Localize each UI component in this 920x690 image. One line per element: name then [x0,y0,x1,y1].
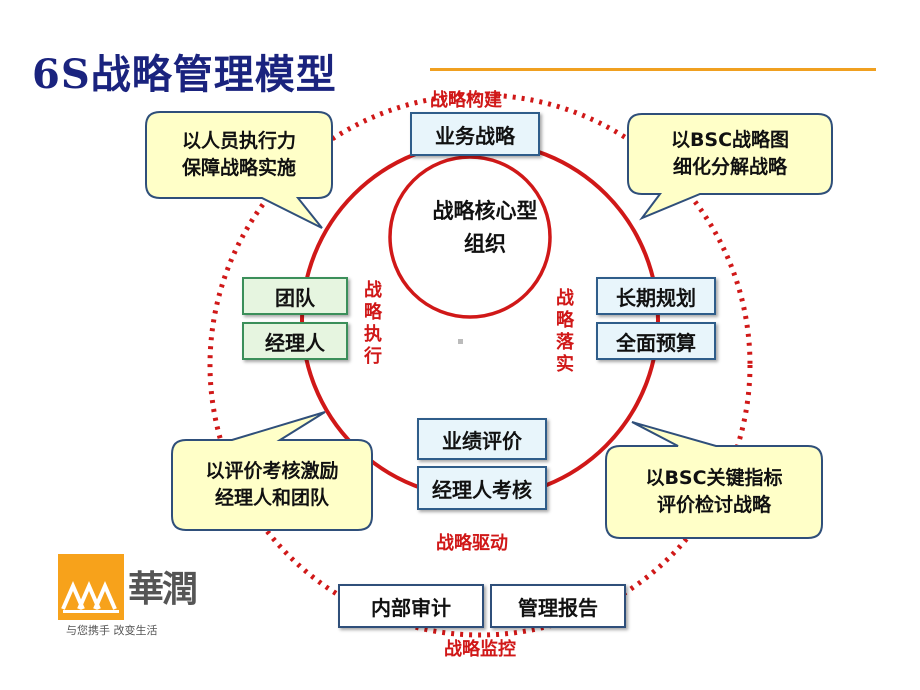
box-manager: 经理人 [242,322,348,360]
callout-top-left-line-2: 保障战略实施 [181,157,296,179]
callout-shape-top-right [627,113,833,221]
logo-wordmark: 華潤 [128,568,198,610]
callout-shape-top-left [145,111,333,229]
callout-shape-bottom-right [605,421,823,539]
center-dot [458,339,463,344]
callout-shape-bottom-left [171,411,373,531]
company-logo: 華潤 与您携手 改变生活 [58,552,208,642]
callout-top-right-line-2: 细化分解战略 [672,156,787,178]
box-manager-assessment: 经理人考核 [417,466,547,510]
callout-bottom-left-line-2: 经理人和团队 [214,487,329,509]
box-business-strategy: 业务战略 [410,112,540,156]
page-title: 6S战略管理模型 [32,51,337,98]
label-strategy-execution: 战略执行 [364,280,382,367]
callout-bottom-left: 以评价考核激励 经理人和团队 [172,440,372,530]
callout-top-left-line-1: 以人员执行力 [181,130,296,152]
callout-top-right: 以BSC战略图 细化分解战略 [628,114,832,194]
title-underline [430,68,876,71]
box-long-term-plan: 长期规划 [596,277,716,315]
logo-mark-icon [58,554,124,620]
label-strategy-build: 战略构建 [430,90,502,111]
box-team: 团队 [242,277,348,315]
label-strategy-monitor: 战略监控 [444,639,516,660]
logo-slogan: 与您携手 改变生活 [66,624,158,637]
inner-ring [388,155,552,319]
outer-dotted-ring [207,92,753,638]
callout-bottom-right-line-2: 评价检讨战略 [656,494,771,516]
box-internal-audit: 内部审计 [338,584,484,628]
label-strategy-drive: 战略驱动 [436,533,508,554]
callout-bottom-right-line-1: 以BSC关键指标 [645,467,783,489]
box-performance-eval: 业绩评价 [417,418,547,460]
callout-bottom-right: 以BSC关键指标 评价检讨战略 [606,446,822,538]
center-core-org: 战略核心型 组织 [395,195,575,261]
callout-top-left: 以人员执行力 保障战略实施 [146,112,332,198]
center-line-2: 组织 [464,232,506,256]
box-full-budget: 全面预算 [596,322,716,360]
callout-bottom-left-line-1: 以评价考核激励 [205,460,339,482]
label-strategy-implementation: 战略落实 [556,288,574,375]
center-line-1: 战略核心型 [432,199,538,223]
box-management-report: 管理报告 [490,584,626,628]
callout-top-right-line-1: 以BSC战略图 [670,129,790,151]
